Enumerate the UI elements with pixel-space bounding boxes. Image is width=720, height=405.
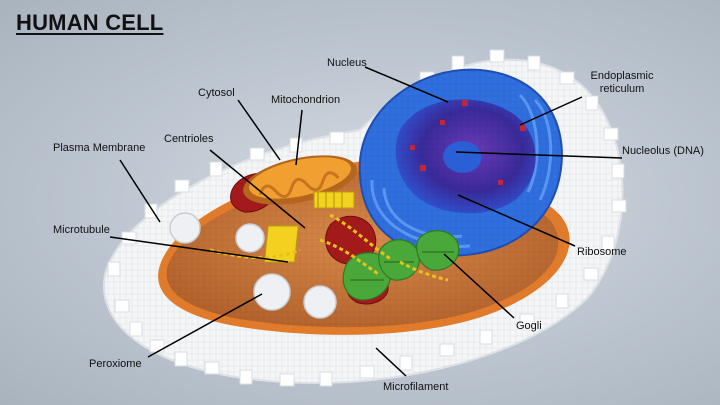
label-endoplasmic-reticulum-line1: Endoplasmic [590,70,654,82]
label-microfilament: Microfilament [383,381,449,393]
nucleus-shape [358,68,563,257]
peroxisome-shapes [169,212,337,319]
label-microtubule: Microtubule [53,224,110,236]
label-endoplasmic-reticulum: Endoplasmic reticulum [588,70,656,96]
label-gogli: Gogli [516,320,542,332]
golgi-shapes [342,230,460,301]
label-mitochondrion: Mitochondrion [271,94,341,106]
label-leader-lines [109,66,623,377]
label-cytosol: Cytosol [198,87,235,99]
label-centrioles: Centrioles [164,133,214,145]
page-title: HUMAN CELL [16,10,164,35]
label-ribosome: Ribosome [577,246,627,258]
label-nucleolus: Nucleolus (DNA) [622,145,704,157]
label-plasma-membrane: Plasma Membrane [53,142,146,154]
label-peroxiome: Peroxiome [89,358,142,370]
centriole-shapes [263,191,355,263]
label-endoplasmic-reticulum-line2: reticulum [599,83,645,95]
label-nucleus: Nucleus [327,57,367,69]
